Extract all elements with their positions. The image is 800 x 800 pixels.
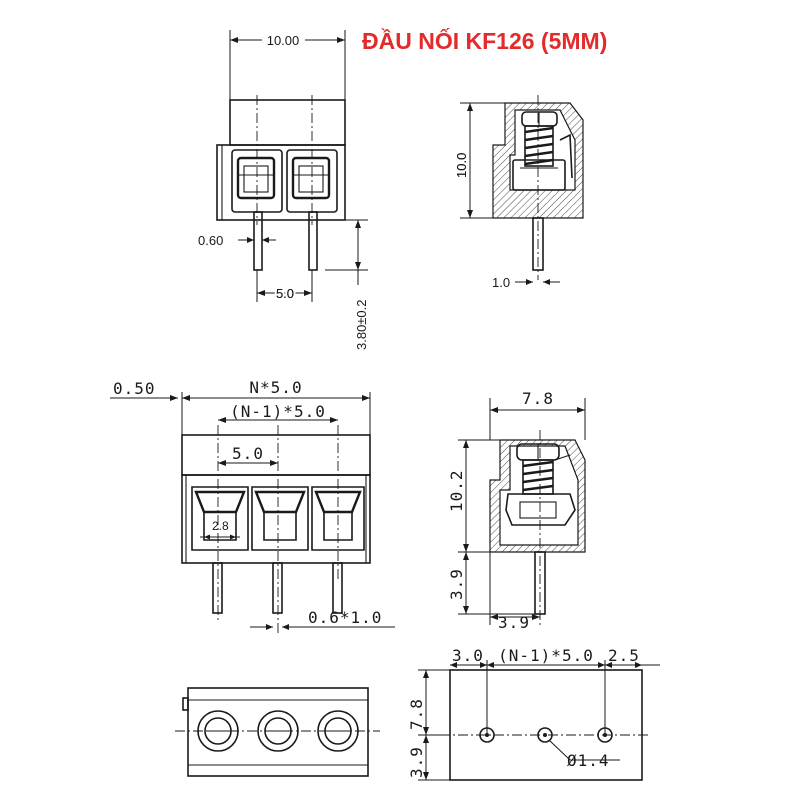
dim-height-label: 10.2 bbox=[447, 469, 466, 512]
screw-thread bbox=[524, 125, 554, 167]
clamp bbox=[512, 159, 566, 191]
top-side-view: 10.0 10.0 1.0 bbox=[452, 95, 584, 290]
pin-hole bbox=[537, 727, 553, 743]
main-front-view: 2.8 0.50 N*5.0 bbox=[110, 378, 395, 635]
dim-pin-length-label: 3.80±0.2 bbox=[354, 299, 369, 350]
terminal-slot: 2.8 bbox=[191, 486, 249, 551]
dim-pitch-bg: 5.0 bbox=[276, 286, 294, 301]
pin bbox=[308, 211, 318, 271]
diagram-title: ĐẦU NỐI KF126 (5MM) bbox=[362, 28, 608, 54]
body-outline bbox=[187, 687, 369, 777]
body-top bbox=[229, 99, 346, 146]
dim-height-bg: 10.0 bbox=[454, 153, 469, 178]
dim-hole-dia-label: Ø1.4 bbox=[567, 751, 610, 770]
dim-pin-width-label: 1.0 bbox=[492, 275, 510, 290]
pin bbox=[212, 562, 223, 614]
dim-depth-label: 7.8 bbox=[522, 389, 554, 408]
footprint-outline bbox=[449, 669, 643, 781]
bottom-footprint-view: 3.0 (N-1)*5.0 2.5 7.8 3.9 Ø1.4 bbox=[407, 646, 660, 781]
dim-pin-length-label: 3.9 bbox=[447, 568, 466, 600]
dim-total-width-label: N*5.0 bbox=[249, 378, 302, 397]
dim-pitch-label: 5.0 bbox=[276, 286, 294, 301]
terminal-slot bbox=[251, 486, 309, 551]
dim-inner-width-label: (N-1)*5.0 bbox=[230, 402, 326, 421]
dim-height-label: 10.0 bbox=[454, 153, 469, 178]
pin bbox=[272, 562, 283, 614]
main-side-view: 7.8 10.2 3.9 3.9 bbox=[447, 389, 586, 632]
dim-opening-label: 2.8 bbox=[212, 519, 229, 533]
dim-pin-width-label: 0.60 bbox=[198, 233, 223, 248]
dim-row-offset-label: 3.9 bbox=[407, 746, 426, 778]
dim-span-label: (N-1)*5.0 bbox=[498, 646, 594, 665]
pin bbox=[332, 562, 343, 614]
dim-pin-offset-label: 3.9 bbox=[498, 613, 530, 632]
pin bbox=[253, 211, 263, 271]
top-front-view: 10.00 0.60 5.0 5.0 3.80±0.2 bbox=[198, 30, 369, 350]
dim-width-label: 10.00 bbox=[267, 33, 300, 48]
body-lower bbox=[216, 144, 346, 221]
dim-left-offset-label: 3.0 bbox=[452, 646, 484, 665]
bottom-top-view bbox=[175, 687, 380, 777]
dim-pitch-label: 5.0 bbox=[232, 444, 264, 463]
body-top bbox=[181, 434, 371, 476]
dim-pin-label: 0.6*1.0 bbox=[308, 608, 382, 627]
dim-right-offset-label: 2.5 bbox=[608, 646, 640, 665]
dim-offset-label: 0.50 bbox=[113, 379, 156, 398]
dim-depth-label: 7.8 bbox=[407, 698, 426, 730]
clamp bbox=[505, 493, 576, 526]
